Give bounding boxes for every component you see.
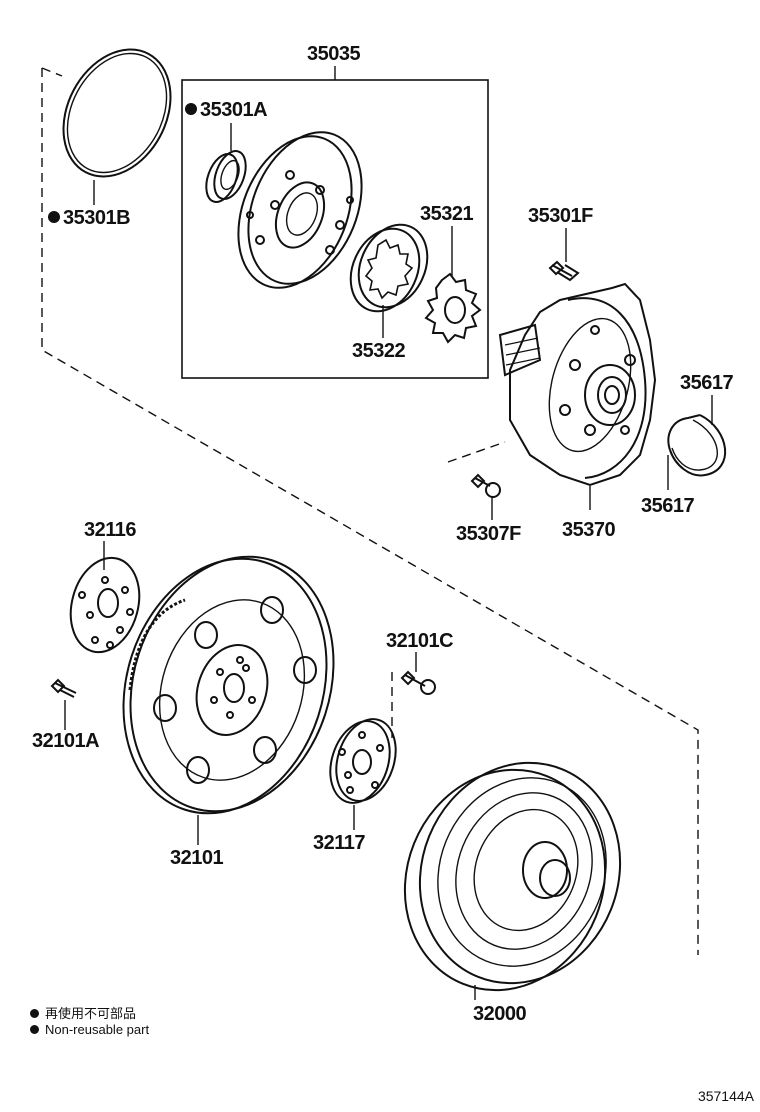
non-reusable-marker-icon <box>48 211 60 223</box>
oil-seal-35301a <box>205 123 247 203</box>
label-35307f[interactable]: 35307F <box>456 523 521 545</box>
non-reusable-marker-icon <box>30 1025 39 1034</box>
bolt-35307f <box>470 473 501 520</box>
non-reusable-marker-icon <box>185 103 197 115</box>
label-35301a[interactable]: 35301A <box>185 100 268 120</box>
legend-non-reusable-en: Non-reusable part <box>30 1022 149 1038</box>
drive-gear-35321 <box>424 226 482 344</box>
legend-non-reusable-jp: 再使用不可部品 <box>30 1006 136 1022</box>
label-35617-lower[interactable]: 35617 <box>641 495 695 517</box>
torque-converter-32000 <box>403 761 622 1000</box>
o-ring-35301b <box>62 48 172 205</box>
driven-gear-35322 <box>349 223 429 338</box>
label-32117[interactable]: 32117 <box>313 832 366 854</box>
label-32101[interactable]: 32101 <box>170 847 224 869</box>
oil-pump-body <box>237 131 363 289</box>
bolt-32101c <box>400 652 436 695</box>
drive-plate-32101 <box>122 555 335 845</box>
label-35301f[interactable]: 35301F <box>528 205 593 227</box>
bolt-32101a <box>50 678 77 730</box>
assembly-dashed-outline <box>41 67 699 955</box>
label-35035[interactable]: 35035 <box>307 43 361 65</box>
label-32101a[interactable]: 32101A <box>32 730 100 752</box>
label-35321[interactable]: 35321 <box>420 203 474 225</box>
label-35370[interactable]: 35370 <box>562 519 616 541</box>
label-35301b[interactable]: 35301B <box>48 208 131 228</box>
bolt-35301f <box>548 228 580 282</box>
label-35617-upper[interactable]: 35617 <box>680 372 734 394</box>
spacer-32117 <box>329 718 397 830</box>
ring-35617 <box>667 395 727 490</box>
spacer-32116 <box>69 541 141 654</box>
label-32000[interactable]: 32000 <box>473 1003 527 1025</box>
stator-shaft-35370 <box>498 282 657 510</box>
label-35322[interactable]: 35322 <box>352 340 406 362</box>
label-32116[interactable]: 32116 <box>84 519 137 541</box>
label-32101c[interactable]: 32101C <box>386 630 454 652</box>
diagram-code: 357144A <box>697 1088 754 1104</box>
non-reusable-marker-icon <box>30 1009 39 1018</box>
